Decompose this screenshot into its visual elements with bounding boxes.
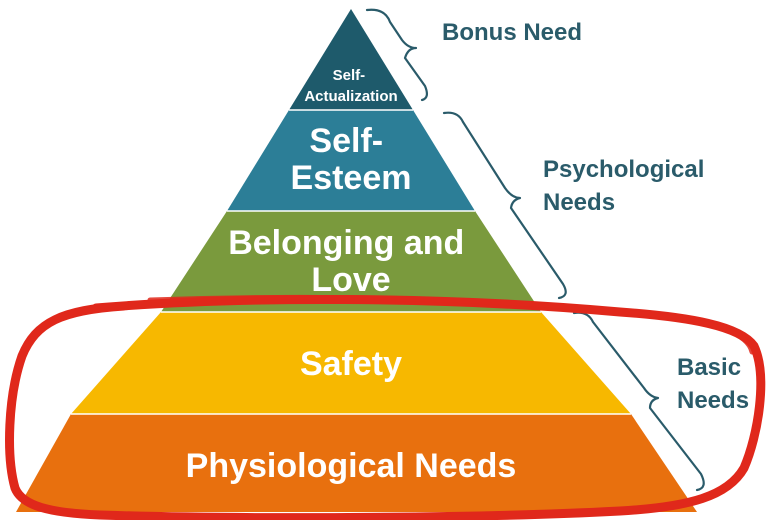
tier-labels: Self- Actualization Self- Esteem Belongi… [186, 67, 517, 485]
highlight-loop-stroke-2 [147, 294, 755, 355]
group-labels: Bonus Need Psychological Needs Basic Nee… [442, 19, 749, 414]
group-label-bonus-need: Bonus Need [442, 19, 582, 46]
tier-label-belonging-and-love: Belonging and Love [228, 224, 474, 299]
group-brackets [365, 8, 705, 492]
tier-label-safety: Safety [300, 345, 402, 383]
bracket-basic-needs [572, 311, 705, 492]
pyramid [16, 9, 697, 512]
bracket-bonus-need [365, 8, 429, 102]
group-label-psychological-needs: Psychological Needs [543, 156, 711, 216]
bracket-psychological-needs [442, 111, 567, 300]
tier-self-actualization [289, 9, 413, 110]
tier-belonging-and-love [161, 211, 541, 312]
tier-label-self-actualization: Self- Actualization [304, 67, 397, 105]
tier-label-physiological-needs: Physiological Needs [186, 447, 517, 485]
tier-separators [71, 109, 631, 415]
group-label-basic-needs: Basic Needs [677, 354, 749, 414]
highlight-loop [5, 294, 766, 520]
tier-self-esteem [227, 110, 475, 211]
tier-physiological-needs [16, 414, 697, 512]
tier-safety [71, 312, 631, 414]
tier-label-self-esteem: Self- Esteem [291, 122, 412, 197]
